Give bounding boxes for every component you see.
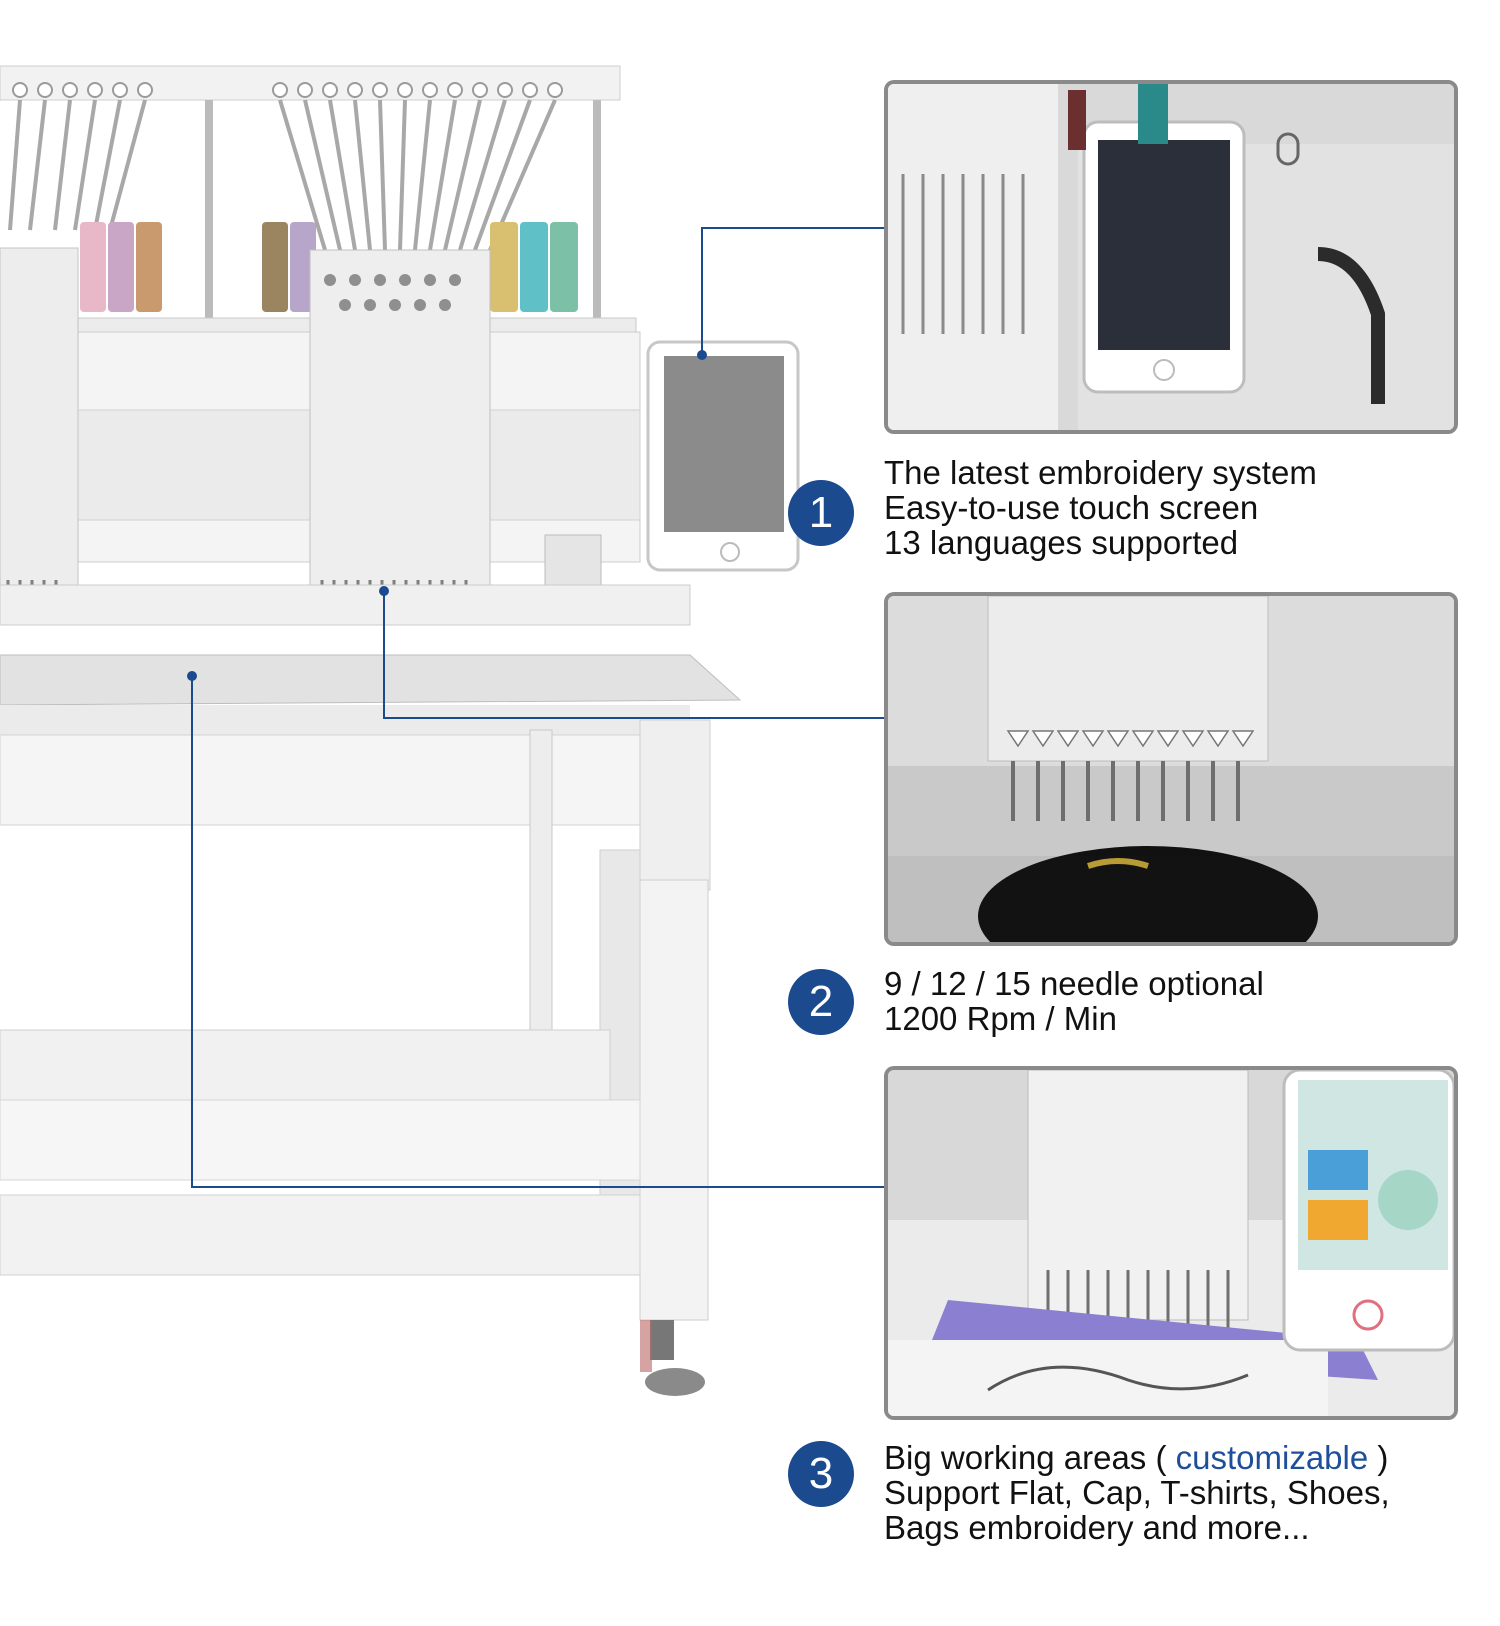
caption-line-1: Big working areas ( customizable ) <box>884 1440 1390 1475</box>
caption-text: Big working areas ( <box>884 1439 1176 1476</box>
caption-line: 9 / 12 / 15 needle optional <box>884 965 1264 1002</box>
caption-line: Support Flat, Cap, T-shirts, Shoes, <box>884 1474 1390 1511</box>
feature-caption-1: The latest embroidery system Easy-to-use… <box>884 455 1317 560</box>
feature-number-badge-1: 1 <box>788 480 854 546</box>
caption-line: Easy-to-use touch screen <box>884 489 1259 526</box>
feature-number-badge-3: 3 <box>788 1441 854 1507</box>
feature-photo-needle-head <box>884 592 1458 946</box>
caption-line: The latest embroidery system <box>884 454 1317 491</box>
feature-caption-2: 9 / 12 / 15 needle optional 1200 Rpm / M… <box>884 966 1264 1036</box>
caption-text: ) <box>1368 1439 1389 1476</box>
caption-line: 13 languages supported <box>884 524 1239 561</box>
customizable-highlight: customizable <box>1175 1439 1369 1476</box>
feature-number-badge-2: 2 <box>788 969 854 1035</box>
feature-caption-3: Big working areas ( customizable ) Suppo… <box>884 1440 1390 1545</box>
feature-photo-touch-screen <box>884 80 1458 434</box>
caption-line: Bags embroidery and more... <box>884 1509 1310 1546</box>
feature-photo-working-area <box>884 1066 1458 1420</box>
caption-line: 1200 Rpm / Min <box>884 1000 1117 1037</box>
